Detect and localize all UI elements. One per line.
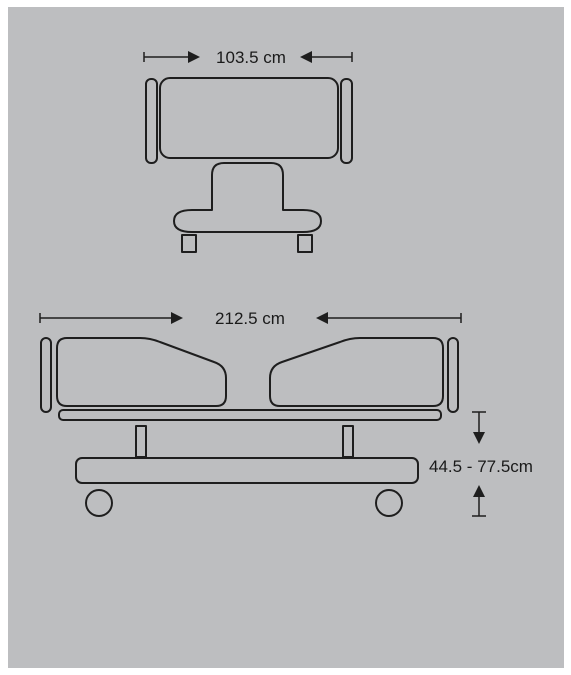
- head-view: 103.5 cm: [143, 48, 353, 253]
- lift-column-left: [135, 425, 147, 458]
- wheel-right: [375, 489, 403, 517]
- lift-column-right: [342, 425, 354, 458]
- caster-right: [297, 234, 313, 253]
- side-length-dimension: 212.5 cm: [39, 309, 462, 328]
- wheel-left: [85, 489, 113, 517]
- head-width-label: 103.5 cm: [216, 48, 286, 67]
- side-view: 212.5 cm 44.5 - 77.5cm: [39, 309, 533, 517]
- headboard: [159, 77, 339, 159]
- arrow-left-icon: [300, 51, 312, 63]
- arrow-left-icon: [316, 312, 328, 324]
- height-dimension: 44.5 - 77.5cm: [429, 411, 533, 517]
- footboard-side: [447, 337, 459, 413]
- arrow-up-icon: [473, 485, 485, 497]
- bed-length-label: 212.5 cm: [215, 309, 285, 328]
- side-rail-right: [340, 78, 353, 164]
- caster-left: [181, 234, 197, 253]
- side-rail-panel-head: [56, 337, 227, 407]
- arrow-right-icon: [188, 51, 200, 63]
- head-view-column-base: [173, 162, 322, 233]
- arrow-right-icon: [171, 312, 183, 324]
- base-frame: [75, 457, 419, 484]
- side-rail-left: [145, 78, 158, 164]
- mattress-platform: [58, 409, 442, 421]
- head-width-dimension: 103.5 cm: [143, 48, 353, 67]
- arrow-down-icon: [473, 432, 485, 444]
- headboard-side: [40, 337, 52, 413]
- bed-height-label: 44.5 - 77.5cm: [429, 457, 533, 476]
- side-rail-panel-foot: [269, 337, 444, 407]
